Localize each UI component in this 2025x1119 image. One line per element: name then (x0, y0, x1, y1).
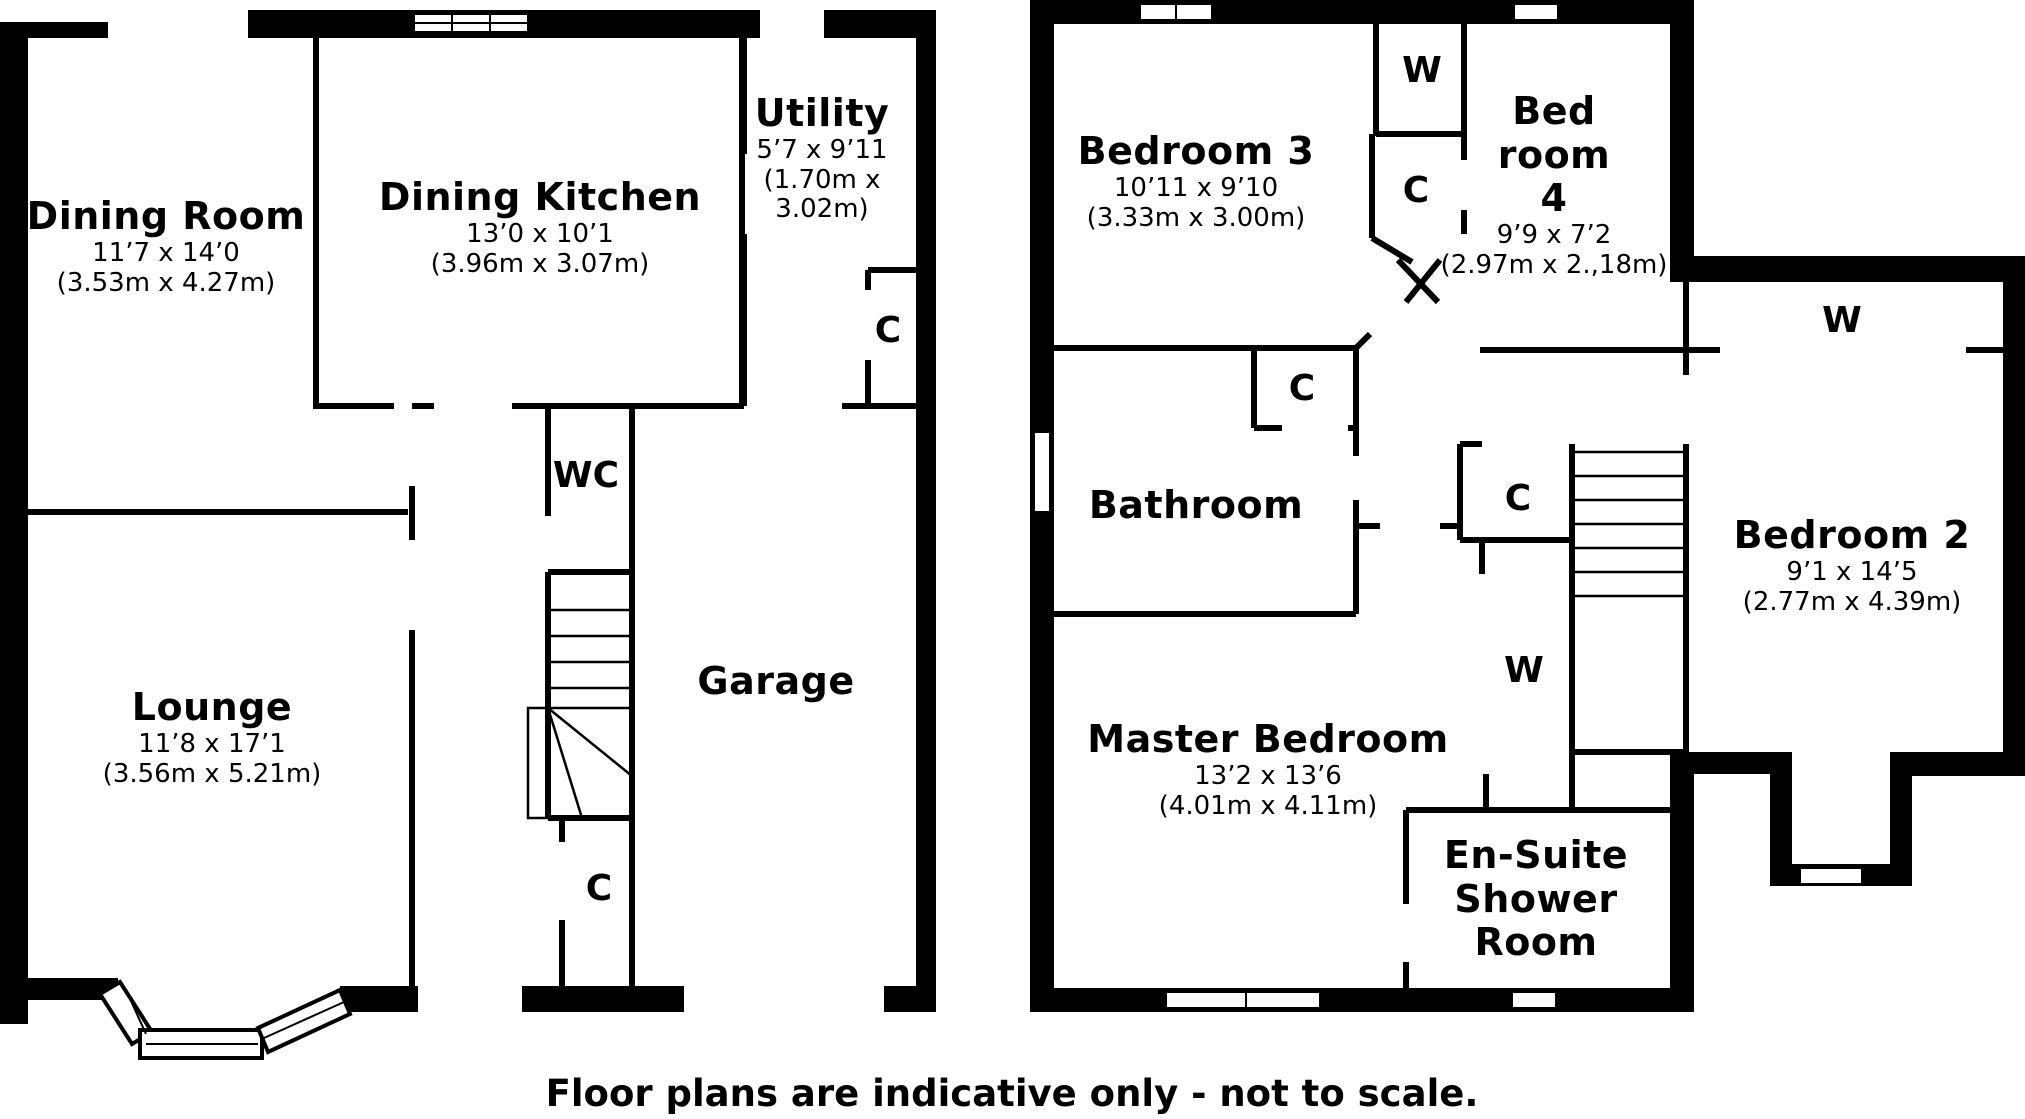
lounge-dim-imperial: 11’8 x 17’1 (138, 728, 286, 759)
bedroom-2-label: Bedroom 2 9’1 x 14’5 (2.77m x 4.39m) (1733, 513, 1971, 617)
bedroom-2-dim-metric: (2.77m x 4.39m) (1742, 586, 1962, 617)
wc-label: WC (552, 455, 620, 496)
lounge-dim-metric: (3.56m x 5.21m) (102, 758, 322, 789)
dining-kitchen-dim-metric: (3.96m x 3.07m) (430, 248, 650, 279)
ground-floor-bay-window (97, 979, 353, 1060)
ground-floor-stairs (526, 608, 633, 820)
ensuite-name-3: Room (1474, 920, 1598, 965)
hall-cupboard-label: C (585, 868, 613, 909)
ensuite-label: En-Suite Shower Room (1443, 833, 1629, 965)
utility-label: Utility 5’7 x 9’11 (1.70m x 3.02m) (754, 91, 890, 225)
bedroom-3-dim-imperial: 10’11 x 9’10 (1113, 172, 1279, 203)
cupboard-top-label: C (1402, 170, 1430, 211)
dining-kitchen-name: Dining Kitchen (378, 175, 702, 219)
bedroom-3-label: Bedroom 3 10’11 x 9’10 (3.33m x 3.00m) (1077, 129, 1315, 233)
dining-room-label: Dining Room 11’7 x 14’0 (3.53m x 4.27m) (26, 194, 306, 298)
bedroom-3-name: Bedroom 3 (1077, 129, 1315, 173)
dining-room-dim-metric: (3.53m x 4.27m) (56, 267, 276, 298)
first-floor-windows (1033, 3, 1863, 1009)
dining-kitchen-label: Dining Kitchen 13’0 x 10’1 (3.96m x 3.07… (378, 175, 702, 279)
bathroom-name: Bathroom (1088, 483, 1304, 527)
dining-room-dim-imperial: 11’7 x 14’0 (92, 237, 240, 268)
master-bedroom-dim-metric: (4.01m x 4.11m) (1158, 790, 1378, 821)
bedroom-2-dim-imperial: 9’1 x 14’5 (1786, 556, 1918, 587)
cupboard-landing-label: C (1504, 478, 1532, 519)
bedroom-4-name-1: Bed (1512, 89, 1596, 133)
utility-dim-metric-2: 3.02m) (775, 194, 869, 225)
bedroom-4-dim-metric: (2.97m x 2.,18m) (1440, 249, 1668, 280)
ground-floor-windows (413, 13, 529, 33)
first-floor-stairs (1572, 450, 1686, 598)
utility-dim-imperial: 5’7 x 9’11 (756, 134, 888, 165)
disclaimer-note: Floor plans are indicative only - not to… (545, 1072, 1479, 1115)
ground-floor-internal-walls (28, 36, 916, 990)
first-floor-internal-walls (1054, 24, 2003, 990)
master-bedroom-name: Master Bedroom (1087, 717, 1449, 761)
wardrobe-top-label: W (1402, 50, 1442, 91)
cupboard-bathroom-label: C (1288, 368, 1316, 409)
utility-name: Utility (754, 91, 890, 135)
bedroom-3-dim-metric: (3.33m x 3.00m) (1086, 202, 1306, 233)
ensuite-name-1: En-Suite (1443, 833, 1629, 877)
ensuite-name-2: Shower (1454, 876, 1618, 921)
ground-floor-walls (0, 10, 936, 1024)
bedroom-4-label: Bed room 4 9’9 x 7’2 (2.97m x 2.,18m) (1440, 89, 1668, 281)
bedroom-4-name-3: 4 (1540, 176, 1568, 221)
lounge-label: Lounge 11’8 x 17’1 (3.56m x 5.21m) (102, 685, 322, 789)
master-bedroom-dim-imperial: 13’2 x 13’6 (1194, 760, 1342, 791)
bedroom-4-name-2: room (1497, 132, 1611, 177)
utility-cupboard-label: C (874, 310, 902, 351)
bedroom-4-dim-imperial: 9’9 x 7’2 (1496, 220, 1612, 251)
dining-kitchen-dim-imperial: 13’0 x 10’1 (466, 218, 614, 249)
lounge-name: Lounge (131, 685, 293, 729)
bathroom-label: Bathroom (1088, 483, 1304, 528)
master-bedroom-label: Master Bedroom 13’2 x 13’6 (4.01m x 4.11… (1087, 717, 1449, 821)
garage-label: Garage (697, 659, 855, 704)
bedroom-2-name: Bedroom 2 (1733, 513, 1971, 557)
utility-dim-metric-1: (1.70m x (763, 164, 881, 195)
wardrobe-master-label: W (1504, 650, 1544, 691)
wardrobe-bedroom-2-label: W (1822, 300, 1862, 341)
dining-room-name: Dining Room (26, 194, 306, 238)
garage-name: Garage (697, 659, 855, 703)
